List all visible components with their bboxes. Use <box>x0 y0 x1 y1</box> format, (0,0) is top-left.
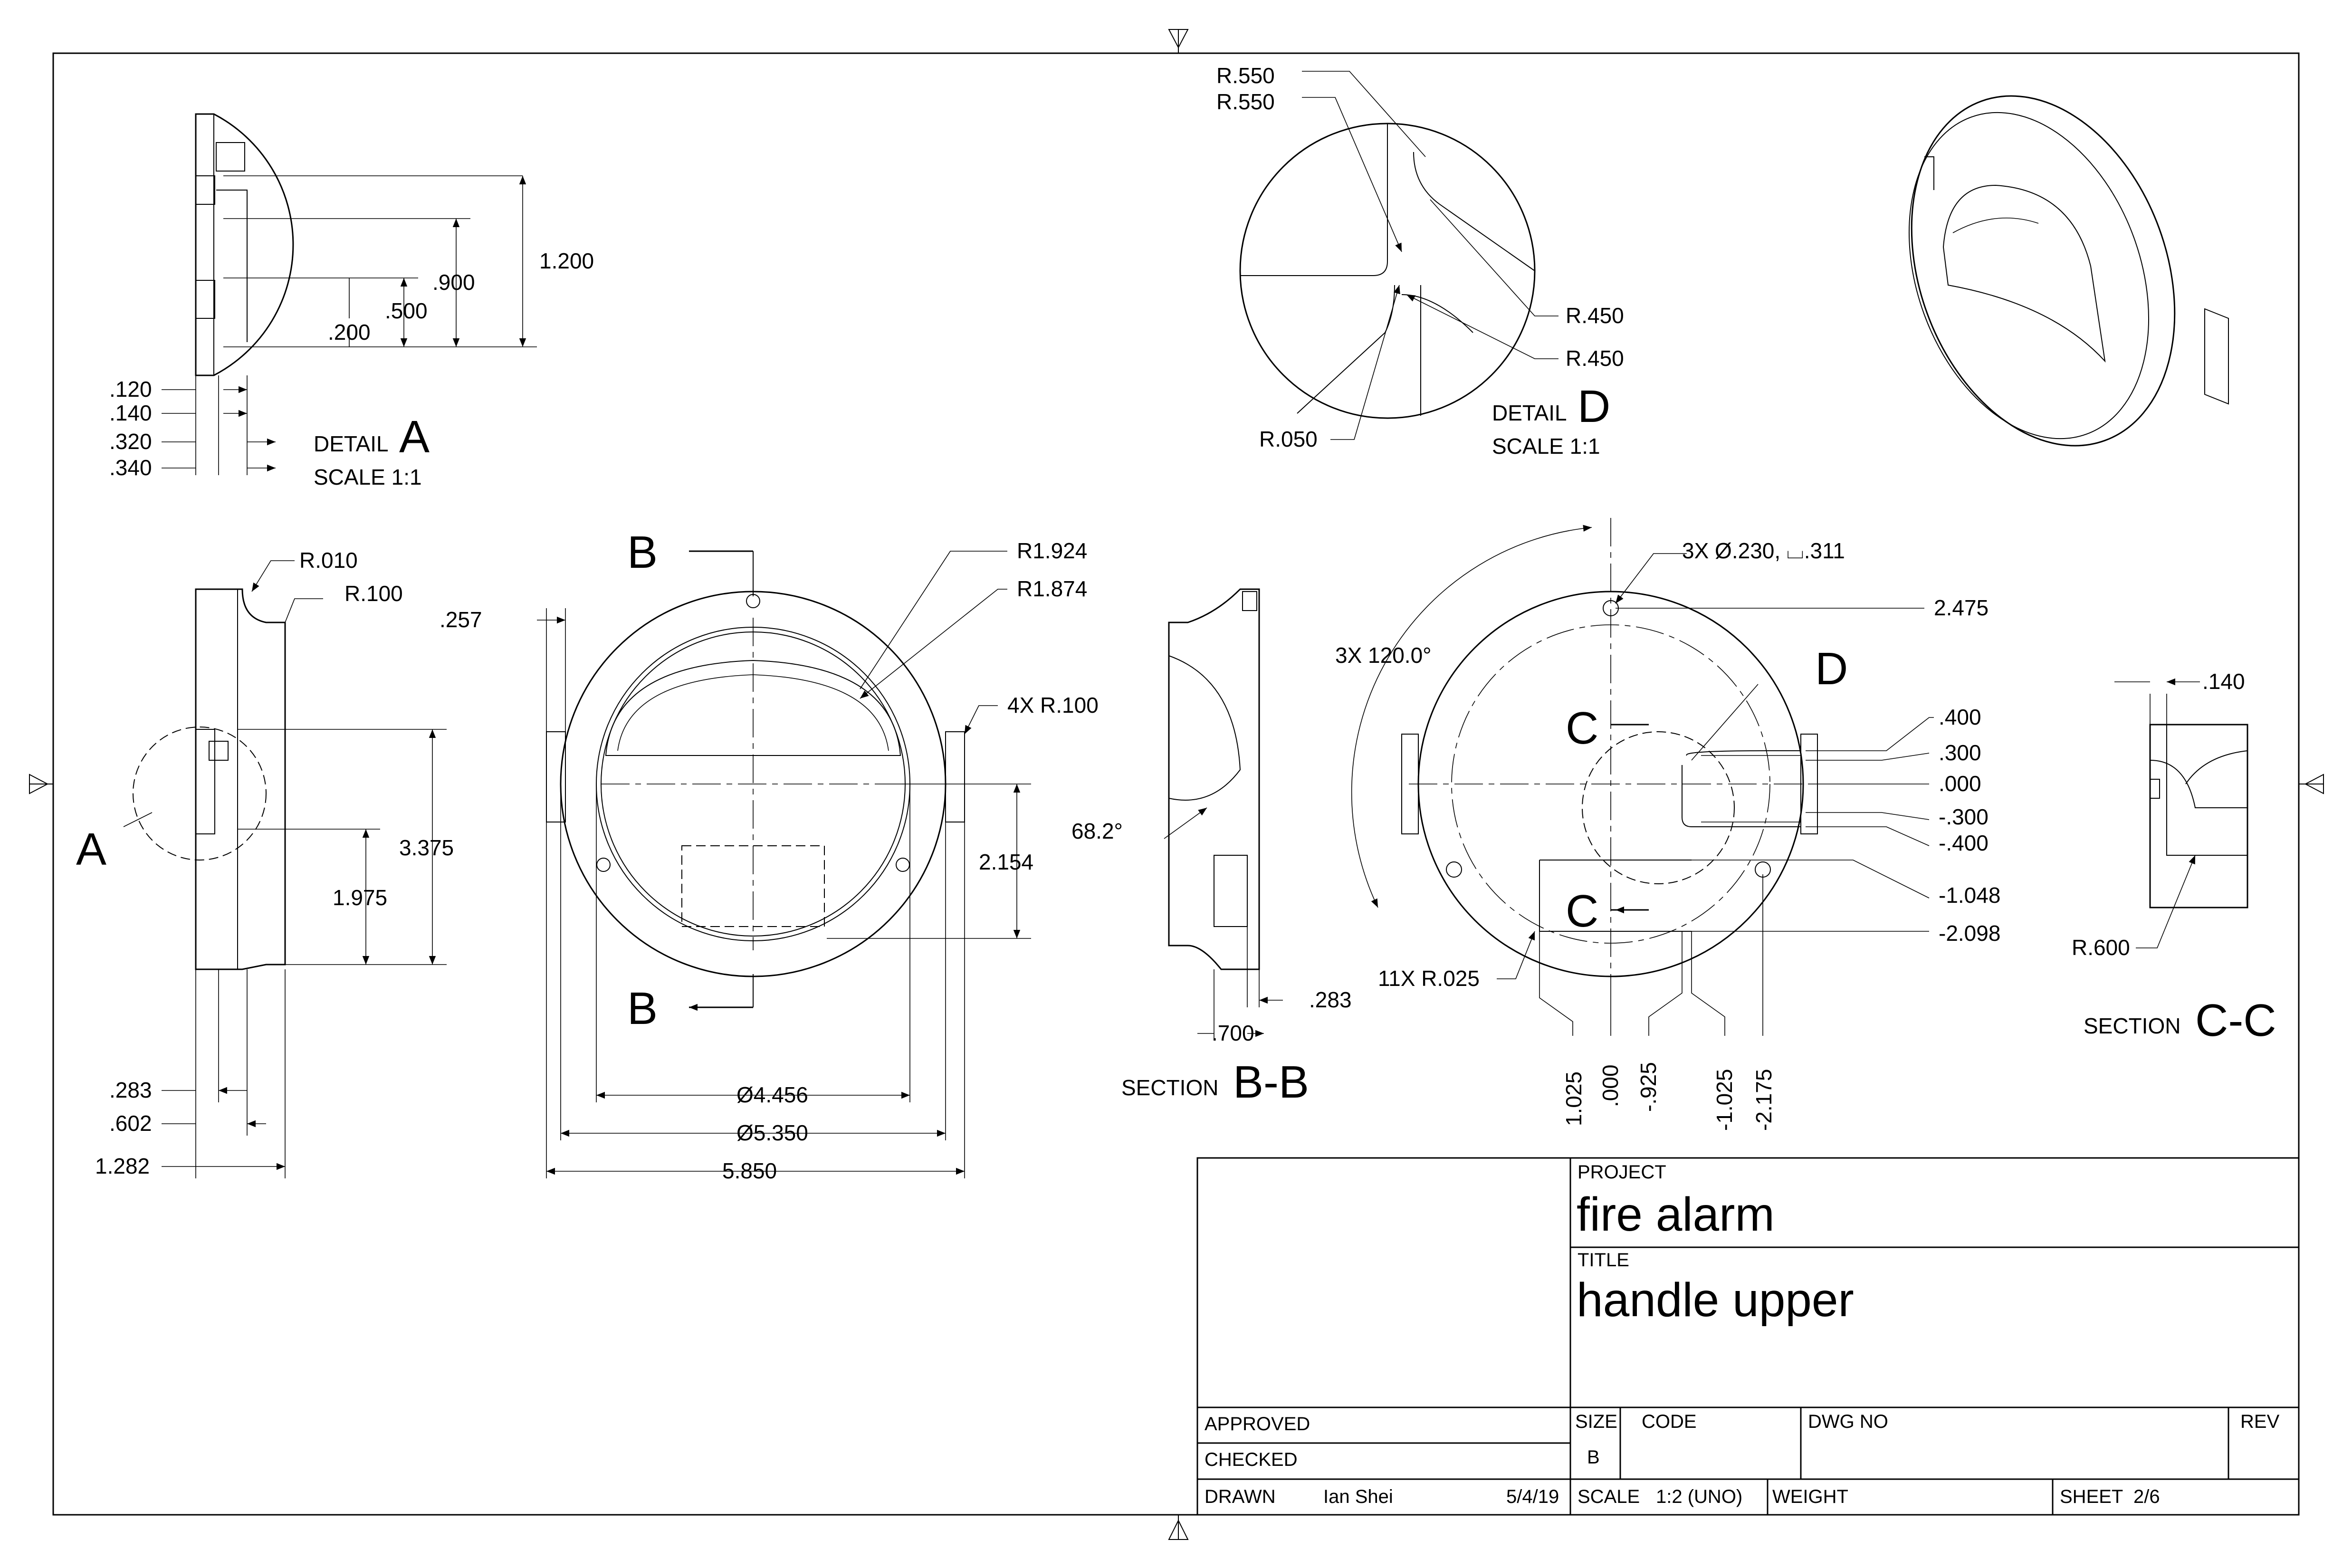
dim-r010: R.010 <box>299 548 358 573</box>
dim-2475: 2.475 <box>1934 595 1989 620</box>
section-cc-letters: C-C <box>2195 995 2276 1046</box>
dim-r100: R.100 <box>344 581 403 606</box>
sheet-border <box>29 29 2324 1540</box>
project-label: PROJECT <box>1578 1162 1666 1183</box>
dim-r450-a: R.450 <box>1566 303 1624 328</box>
dim-r1874: R1.874 <box>1017 576 1087 601</box>
dim-dia4456: Ø4.456 <box>736 1082 808 1107</box>
size-label: SIZE <box>1575 1411 1617 1432</box>
dim-602: .602 <box>109 1111 152 1136</box>
title-block: PROJECT fire alarm TITLE handle upper AP… <box>1196 1157 2300 1516</box>
dim-700: .700 <box>1212 1021 1254 1045</box>
cut-b-bottom: B <box>627 983 658 1034</box>
section-bb-word: SECTION <box>1121 1075 1218 1100</box>
detail-a-scale: SCALE 1:1 <box>314 465 422 489</box>
dim-1975: 1.975 <box>333 885 387 910</box>
cut-b-top: B <box>627 527 658 578</box>
drawn-date: 5/4/19 <box>1506 1486 1559 1507</box>
dim-r550-a: R.550 <box>1216 63 1275 88</box>
front-view: B B .257 R1.924 R1.874 4X R.100 2.154 Ø4… <box>440 527 1099 1183</box>
drawn-by: Ian Shei <box>1323 1486 1393 1507</box>
dim-y400: .400 <box>1939 705 1981 729</box>
detail-a-view: 1.200 .900 .500 .200 .120 .140 .320 .340… <box>109 113 594 489</box>
title-value: handle upper <box>1577 1273 1854 1327</box>
detail-a-letter: A <box>399 411 430 462</box>
dim-r025: 11X R.025 <box>1378 966 1480 991</box>
dim-yn400: -.400 <box>1939 831 1989 855</box>
dim-r600: R.600 <box>2072 935 2130 960</box>
dim-283-bb: .283 <box>1309 987 1352 1012</box>
dim-x1025: 1.025 <box>1561 1071 1586 1126</box>
dim-xn925: -.925 <box>1636 1062 1661 1112</box>
drawn-label: DRAWN <box>1205 1486 1276 1507</box>
detail-a-word: DETAIL <box>314 431 389 456</box>
section-cc-word: SECTION <box>2084 1013 2180 1038</box>
dim-y000: .000 <box>1939 771 1981 796</box>
dim-340: .340 <box>109 455 152 480</box>
rev-label: REV <box>2240 1411 2280 1432</box>
dim-3375: 3.375 <box>399 835 454 860</box>
weight-label: WEIGHT <box>1772 1486 1848 1507</box>
dim-r050: R.050 <box>1259 427 1318 451</box>
dim-5850: 5.850 <box>722 1158 777 1183</box>
dim-257: .257 <box>440 607 482 632</box>
dim-140: .140 <box>109 401 152 425</box>
dim-yn2098: -2.098 <box>1939 921 2000 946</box>
dim-r100x4: 4X R.100 <box>1007 693 1099 717</box>
dim-200: .200 <box>328 320 371 344</box>
section-bb-view: 68.2° .283 .700 SECTION B-B <box>1071 588 1352 1108</box>
dim-y300: .300 <box>1939 740 1981 765</box>
title-label: TITLE <box>1578 1250 1629 1271</box>
dim-angle-120: 3X 120.0° <box>1335 643 1432 668</box>
project-value: fire alarm <box>1577 1188 1775 1241</box>
approved-label: APPROVED <box>1205 1414 1310 1434</box>
dim-dia5350: Ø5.350 <box>736 1120 808 1145</box>
dim-1200: 1.200 <box>539 249 594 273</box>
detail-d-scale: SCALE 1:1 <box>1492 434 1600 459</box>
dim-xn1025: -1.025 <box>1712 1069 1737 1131</box>
checked-label: CHECKED <box>1205 1449 1298 1470</box>
dim-900: .900 <box>432 270 475 295</box>
code-label: CODE <box>1642 1411 1697 1432</box>
dim-500: .500 <box>385 298 428 323</box>
dim-x000: .000 <box>1598 1064 1623 1107</box>
dim-2154: 2.154 <box>979 850 1033 874</box>
detail-d-word: DETAIL <box>1492 401 1567 425</box>
dim-r450-b: R.450 <box>1566 346 1624 371</box>
dwg-no-label: DWG NO <box>1808 1411 1888 1432</box>
sheet-value: 2/6 <box>2133 1486 2160 1507</box>
dim-holes: 3X Ø.230, ⌴.311 <box>1682 538 1845 563</box>
detail-d-callout: D <box>1815 643 1848 694</box>
cut-c-top: C <box>1566 703 1598 754</box>
detail-d-letter: D <box>1578 381 1610 432</box>
scale-value: 1:2 (UNO) <box>1656 1486 1742 1507</box>
dim-1282: 1.282 <box>95 1154 150 1178</box>
scale-label: SCALE <box>1578 1486 1640 1507</box>
dim-angle-682: 68.2° <box>1071 819 1123 843</box>
dim-320: .320 <box>109 429 152 454</box>
isometric-view <box>1908 95 2229 447</box>
section-bb-letters: B-B <box>1233 1057 1309 1108</box>
dim-140-cc: .140 <box>2202 669 2245 694</box>
dim-xn2175: -2.175 <box>1751 1069 1776 1131</box>
size-value: B <box>1587 1447 1600 1468</box>
dim-yn1048: -1.048 <box>1939 883 2000 908</box>
dim-120: .120 <box>109 377 152 402</box>
side-view: R.010 R.100 3.375 1.975 A .283 .602 1.28… <box>76 548 454 1178</box>
back-view: 3X Ø.230, ⌴.311 2.475 3X 120.0° D C C .4… <box>1335 518 2000 1131</box>
sheet-label: SHEET <box>2060 1486 2123 1507</box>
section-cc-view: .140 R.600 SECTION C-C <box>2072 669 2276 1046</box>
dim-283: .283 <box>109 1078 152 1102</box>
detail-d-view: R.550 R.550 R.450 R.450 R.050 DETAIL D S… <box>1216 63 1624 459</box>
dim-r1924: R1.924 <box>1017 538 1087 563</box>
cut-c-bottom: C <box>1566 886 1598 937</box>
side-callout-a: A <box>76 824 106 875</box>
dim-yn300: -.300 <box>1939 804 1989 829</box>
dim-r550-b: R.550 <box>1216 89 1275 114</box>
